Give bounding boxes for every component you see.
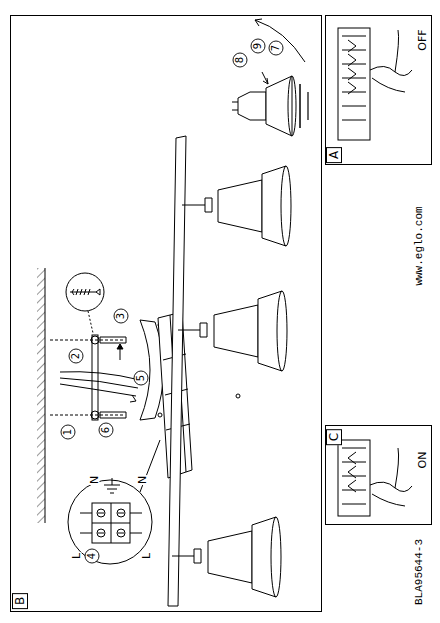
callout-circle xyxy=(69,349,83,363)
instruction-panel: A OFF xyxy=(325,15,432,165)
terminal-label: N xyxy=(89,475,100,485)
callout-number: 6 xyxy=(101,426,111,434)
callout-circle xyxy=(134,371,148,385)
print-note: www.eglo.com xyxy=(414,205,425,286)
instruction-panel: C ON xyxy=(325,425,432,525)
callout-number: 2 xyxy=(71,352,81,360)
panel-letter: B xyxy=(12,592,28,608)
callout-circle xyxy=(269,41,283,55)
callout-number: 9 xyxy=(253,42,263,50)
switch-label: OFF xyxy=(416,29,427,50)
callout-number: 4 xyxy=(87,552,97,560)
panel-letter: C xyxy=(326,428,342,444)
callout-circle xyxy=(85,549,99,563)
terminal-label: L xyxy=(141,552,152,560)
callout-number: 8 xyxy=(235,56,245,64)
terminal-label: N xyxy=(137,475,148,485)
callout-circle xyxy=(114,309,128,323)
callout-number: 1 xyxy=(63,428,73,436)
callout-number: 3 xyxy=(116,312,126,320)
print-note: BLA95644-3 xyxy=(414,538,425,606)
callout-circle xyxy=(99,423,113,437)
callout-circle xyxy=(233,53,247,67)
switch-label: ON xyxy=(416,451,427,468)
panel-letter: A xyxy=(326,146,342,162)
callout-number: 5 xyxy=(136,374,146,382)
callout-circle xyxy=(61,425,75,439)
callout-circle xyxy=(251,39,265,53)
terminal-label: L xyxy=(71,552,82,560)
instruction-panel: B xyxy=(10,15,322,612)
callout-number: 7 xyxy=(271,44,281,52)
